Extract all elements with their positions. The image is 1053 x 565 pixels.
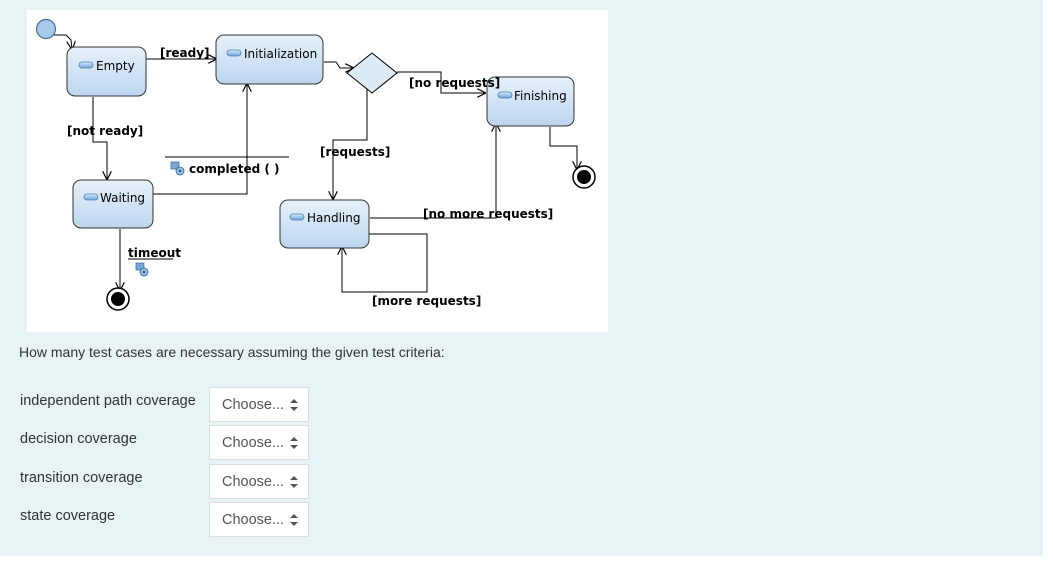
state-icon — [497, 91, 513, 99]
action-icon — [170, 161, 185, 176]
action-icon — [135, 262, 149, 277]
state-handling: Handling — [279, 199, 370, 249]
state-empty: Empty — [66, 46, 147, 97]
transition-label-not-ready: [not ready] — [67, 124, 143, 138]
select-value: Choose... — [222, 474, 285, 490]
answer-select-state[interactable]: Choose... — [209, 502, 309, 537]
transition-label-more-requests: [more requests] — [372, 294, 481, 308]
state-diagram-svg: Empty Initialization Finishing Waiting H — [35, 18, 596, 311]
answer-select-decision[interactable]: Choose... — [209, 425, 309, 460]
question-panel: Empty Initialization Finishing Waiting H — [0, 0, 1043, 556]
state-initialization-label: Initialization — [244, 47, 317, 61]
answer-select-transition[interactable]: Choose... — [209, 464, 309, 499]
row-label-decision: decision coverage — [20, 431, 137, 447]
state-handling-label: Handling — [307, 211, 361, 225]
transition-label-timeout: timeout — [128, 246, 181, 260]
final-state-icon — [572, 165, 596, 189]
decision-node — [346, 52, 398, 94]
state-icon — [78, 61, 94, 69]
state-initialization: Initialization — [215, 34, 324, 85]
select-arrows-icon — [290, 437, 298, 449]
state-icon — [226, 49, 242, 57]
transition-label-completed: completed ( ) — [189, 162, 280, 176]
answer-select-independent-path[interactable]: Choose... — [209, 387, 309, 422]
state-finishing: Finishing — [486, 76, 575, 127]
final-state-icon — [106, 287, 130, 311]
state-diagram: Empty Initialization Finishing Waiting H — [27, 10, 608, 332]
state-empty-label: Empty — [96, 59, 135, 73]
select-arrows-icon — [290, 514, 298, 526]
initial-state-icon — [35, 18, 57, 40]
state-waiting: Waiting — [72, 179, 154, 229]
row-label-state: state coverage — [20, 508, 116, 524]
transition-label-no-requests: [no requests] — [409, 76, 500, 90]
transition-label-requests: [requests] — [320, 145, 390, 159]
select-value: Choose... — [222, 435, 285, 451]
state-finishing-label: Finishing — [514, 89, 567, 103]
transition-label-no-more-requests: [no more requests] — [423, 207, 553, 221]
row-label-transition: transition coverage — [20, 470, 143, 486]
row-label-independent-path: independent path coverage — [20, 393, 196, 409]
select-arrows-icon — [290, 399, 298, 411]
state-icon — [289, 213, 305, 221]
question-text: How many test cases are necessary assumi… — [19, 344, 445, 360]
select-value: Choose... — [222, 512, 285, 528]
state-waiting-label: Waiting — [100, 191, 145, 205]
state-icon — [83, 193, 99, 201]
transition-lines — [54, 34, 577, 293]
select-value: Choose... — [222, 397, 285, 413]
transition-label-ready: [ready] — [160, 46, 210, 60]
select-arrows-icon — [290, 476, 298, 488]
